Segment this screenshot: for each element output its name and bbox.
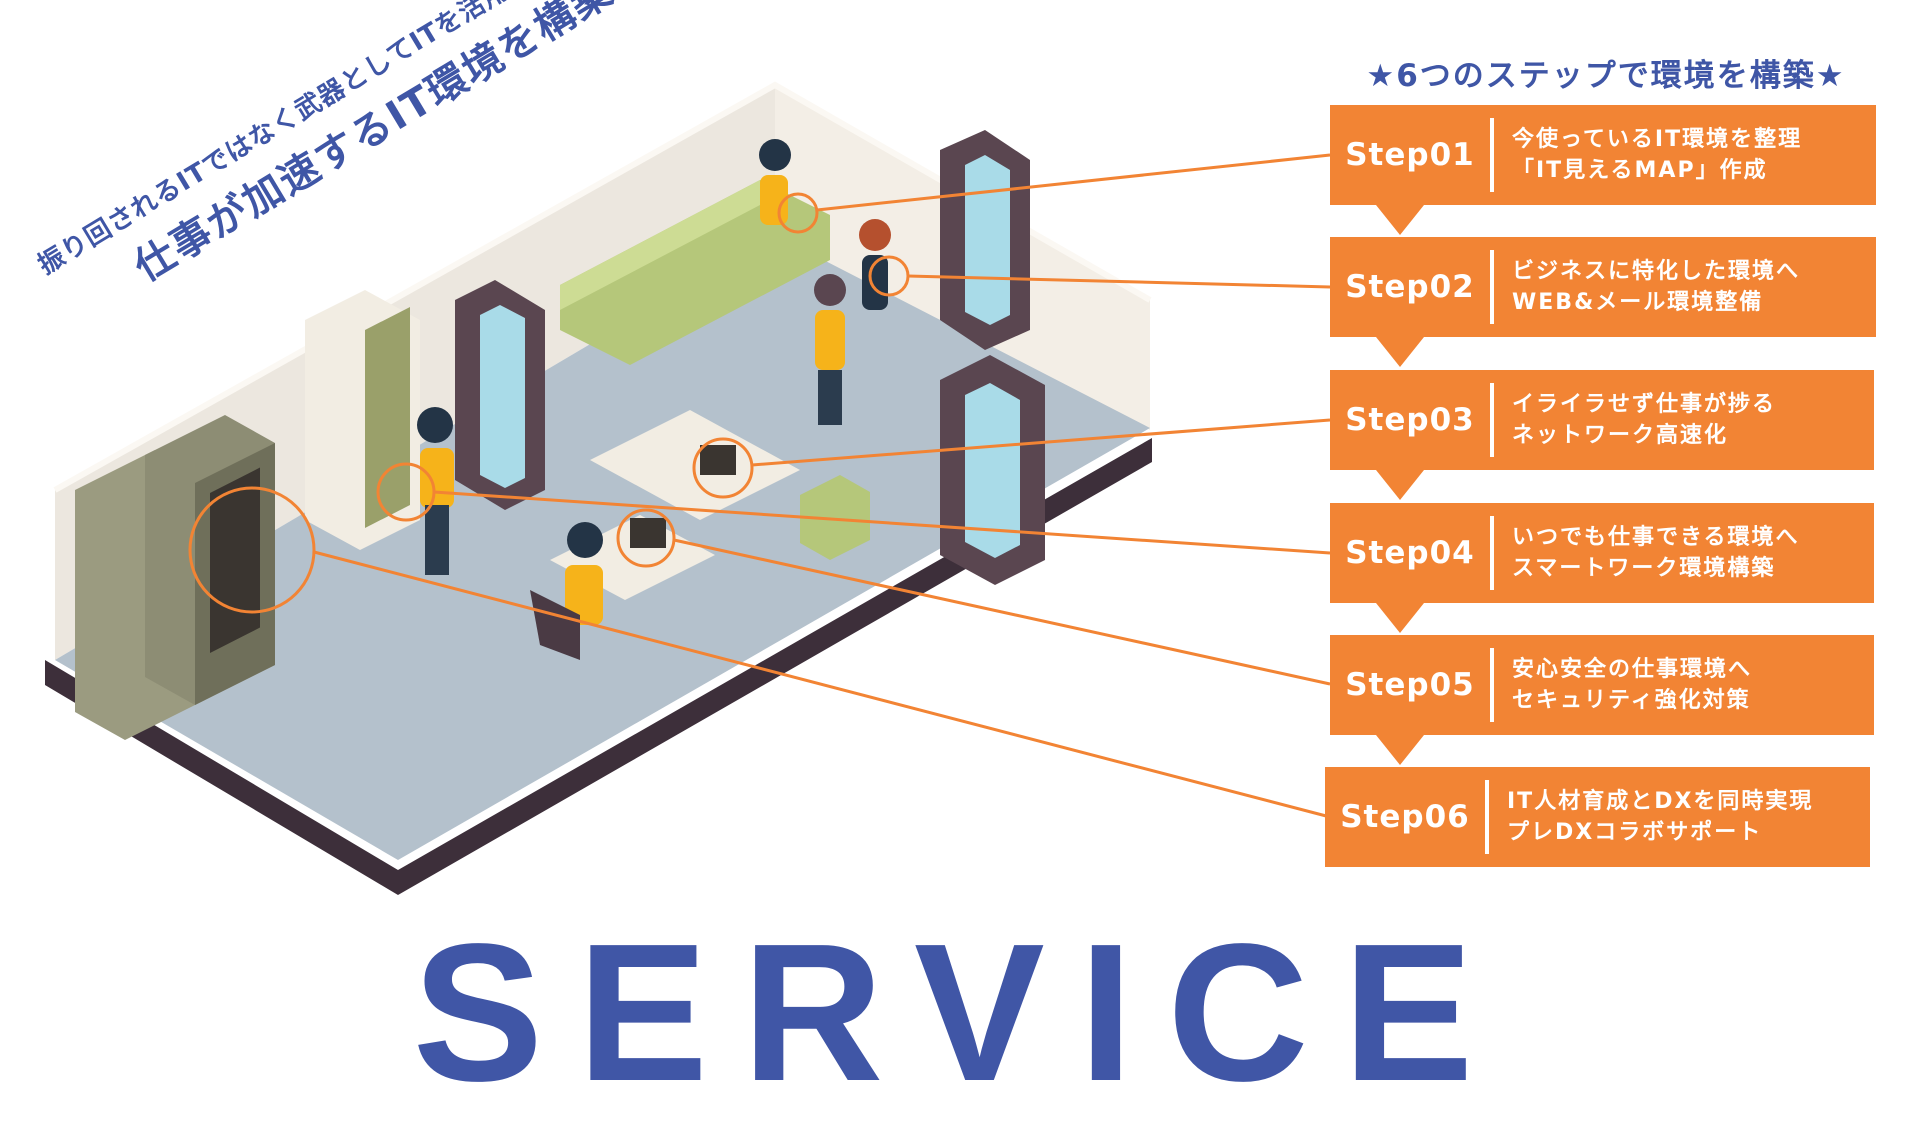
highlight-circle-step05 — [616, 508, 676, 568]
step-description: イライラせず仕事が捗るネットワーク高速化 — [1512, 389, 1776, 451]
step-divider — [1490, 516, 1494, 590]
step-line2: 「IT見えるMAP」作成 — [1512, 158, 1768, 183]
monitor-front — [630, 518, 666, 548]
isometric-office-illustration — [45, 81, 1331, 895]
connector-step02 — [907, 274, 1331, 289]
step-line1: 安心安全の仕事環境へ — [1512, 657, 1753, 682]
connector-step05 — [673, 538, 1331, 686]
step-line2: セキュリティ強化対策 — [1512, 688, 1751, 713]
step-label: Step05 — [1345, 667, 1475, 703]
connector-lines — [313, 153, 1331, 819]
step-line1: IT人材育成とDXを同時実現 — [1507, 789, 1814, 814]
step-03-box: Step03 イライラせず仕事が捗るネットワーク高速化 — [1330, 370, 1874, 500]
step-line1: ビジネスに特化した環境へ — [1512, 259, 1801, 284]
step-label: Step04 — [1345, 535, 1475, 571]
connector-step04 — [433, 490, 1331, 555]
step-divider — [1490, 383, 1494, 457]
step-label: Step01 — [1345, 137, 1475, 173]
step-description: 安心安全の仕事環境へセキュリティ強化対策 — [1512, 654, 1752, 716]
step-label: Step02 — [1345, 269, 1475, 305]
side-table — [800, 475, 870, 560]
step-line2: スマートワーク環境構築 — [1512, 556, 1776, 581]
step-label: Step03 — [1345, 402, 1475, 438]
step-04-box: Step04 いつでも仕事できる環境へスマートワーク環境構築 — [1330, 503, 1874, 633]
people — [417, 139, 891, 660]
step-line2: WEB&メール環境整備 — [1512, 290, 1764, 315]
step-06-box: Step06 IT人材育成とDXを同時実現プレDXコラボサポート — [1325, 767, 1870, 867]
step-divider — [1490, 118, 1494, 192]
connector-step03 — [751, 418, 1331, 467]
sofa — [560, 180, 830, 365]
step-01-box: Step01 今使っているIT環境を整理「IT見えるMAP」作成 — [1330, 105, 1876, 235]
highlight-circle-step03 — [692, 437, 754, 499]
step-line2: ネットワーク高速化 — [1512, 423, 1729, 448]
highlight-circle-step01 — [777, 192, 819, 234]
step-line1: いつでも仕事できる環境へ — [1512, 525, 1800, 550]
connector-step01 — [816, 153, 1331, 212]
step-description: ビジネスに特化した環境へ WEB&メール環境整備 — [1512, 256, 1800, 318]
step-divider — [1490, 648, 1494, 722]
step-line2: プレDXコラボサポート — [1507, 820, 1763, 845]
step-divider — [1490, 250, 1494, 324]
step-02-box: Step02 ビジネスに特化した環境へ WEB&メール環境整備 — [1330, 237, 1876, 367]
step-description: 今使っているIT環境を整理「IT見えるMAP」作成 — [1512, 124, 1802, 186]
step-description: IT人材育成とDXを同時実現プレDXコラボサポート — [1507, 786, 1813, 848]
step-label: Step06 — [1340, 799, 1470, 835]
steps-title: ★6つのステップで環境を構築★ — [1366, 58, 1846, 94]
step-divider — [1485, 780, 1489, 854]
highlight-circle-step06 — [188, 486, 316, 614]
step-05-box: Step05 安心安全の仕事環境へセキュリティ強化対策 — [1330, 635, 1874, 765]
step-description: いつでも仕事できる環境へスマートワーク環境構築 — [1512, 522, 1800, 584]
connector-step06 — [313, 550, 1331, 819]
step-line1: イライラせず仕事が捗る — [1512, 392, 1777, 417]
monitor-back — [700, 445, 736, 475]
service-heading: SERVICE — [412, 903, 1508, 1122]
step-line1: 今使っているIT環境を整理 — [1512, 127, 1803, 152]
